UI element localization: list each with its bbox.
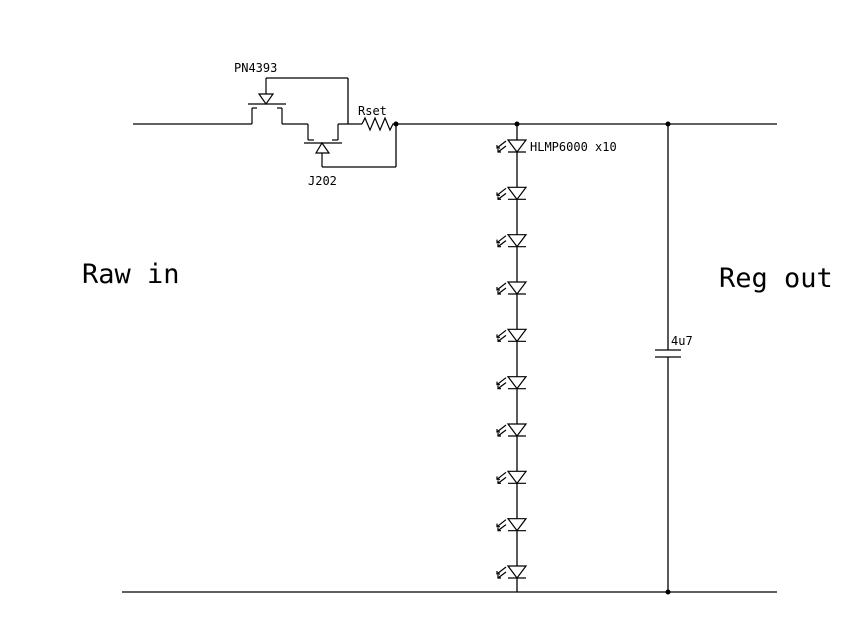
led-diode bbox=[496, 152, 528, 201]
led-diode bbox=[496, 341, 528, 390]
led-diode bbox=[496, 124, 528, 153]
jfet-pn4393 bbox=[248, 77, 349, 124]
label-reg-out: Reg out bbox=[719, 263, 833, 294]
led-diode bbox=[496, 199, 528, 248]
junction-dot bbox=[393, 121, 399, 127]
label-raw-in: Raw in bbox=[82, 259, 180, 290]
label-led-part: HLMP6000 x10 bbox=[530, 140, 617, 154]
label-pn4393: PN4393 bbox=[234, 61, 277, 75]
label-j202: J202 bbox=[308, 174, 337, 188]
led-diode bbox=[496, 246, 528, 295]
label-rset: Rset bbox=[358, 104, 387, 118]
led-diode bbox=[496, 436, 528, 485]
led-diode bbox=[496, 483, 528, 532]
jfet-j202 bbox=[304, 124, 397, 168]
led-diode bbox=[496, 294, 528, 343]
capacitor-4u7 bbox=[655, 124, 681, 592]
led-string bbox=[496, 124, 528, 592]
label-capacitor: 4u7 bbox=[671, 334, 693, 348]
led-diode bbox=[496, 388, 528, 437]
led-diode bbox=[496, 530, 528, 579]
resistor-rset bbox=[361, 116, 396, 132]
